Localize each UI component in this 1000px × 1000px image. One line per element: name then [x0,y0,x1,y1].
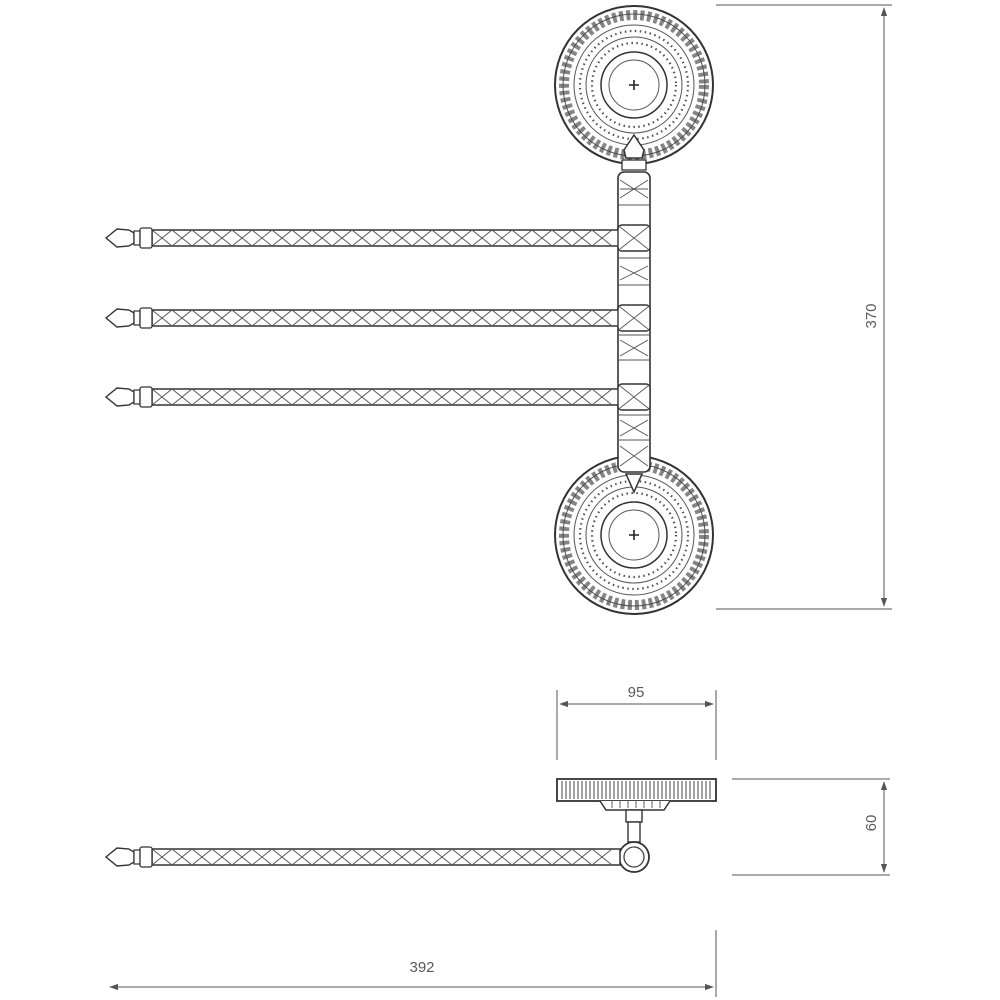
dimension-depth-label: 60 [863,815,880,832]
width-dimension: 95 [556,684,717,760]
towel-rail-3 [104,386,623,408]
finial [104,227,153,249]
length-dimension: 392 [109,930,717,997]
towel-rail-1 [104,227,623,249]
finial [104,386,153,408]
pivot-stem [618,809,650,873]
dimension-width-label: 95 [628,684,645,701]
height-dimension: 370 [716,4,892,610]
side-view: 95 [104,684,890,997]
finial [104,307,153,329]
front-view: 370 [104,4,892,615]
side-towel-rail [104,846,621,868]
dimension-length-label: 392 [409,959,434,976]
towel-rail-2 [104,307,623,329]
top-rosette [554,5,714,165]
wall-plate-profile [556,778,717,811]
finial [104,846,153,868]
depth-dimension: 60 [732,778,890,876]
column-collars [617,224,651,411]
dimension-height-label: 370 [863,303,880,328]
